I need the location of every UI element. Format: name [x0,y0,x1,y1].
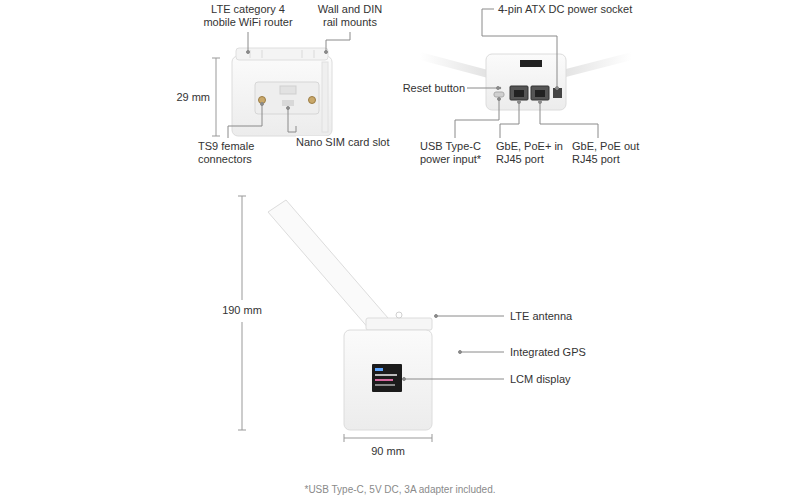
part-label: LCM display [510,373,630,386]
dimension-line [212,58,220,136]
dimension-label: 29 mm [160,91,210,104]
part-label: GbE, PoE+ in RJ45 port [496,140,570,166]
part-label: LTE category 4 mobile WiFi router [198,3,298,29]
router-port-view [420,52,632,110]
dimension-label: 90 mm [358,445,418,458]
part-label: TS9 female connectors [198,140,268,166]
part-label: Integrated GPS [510,346,630,359]
part-label: LTE antenna [510,310,630,323]
dimension-label: 190 mm [212,304,272,317]
dimension-line [238,196,432,442]
part-label: Nano SIM card slot [296,136,406,149]
part-label: Reset button [390,82,465,95]
router-front-view [268,200,432,430]
part-label: 4-pin ATX DC power socket [498,3,648,16]
part-label: Wall and DIN rail mounts [312,3,388,29]
leader-line [228,9,598,381]
router-back-view [232,48,332,136]
part-label: USB Type-C power input* [420,140,500,166]
footnote: *USB Type-C, 5V DC, 3A adapter included. [0,484,800,495]
part-label: GbE, PoE out RJ45 port [572,140,648,166]
